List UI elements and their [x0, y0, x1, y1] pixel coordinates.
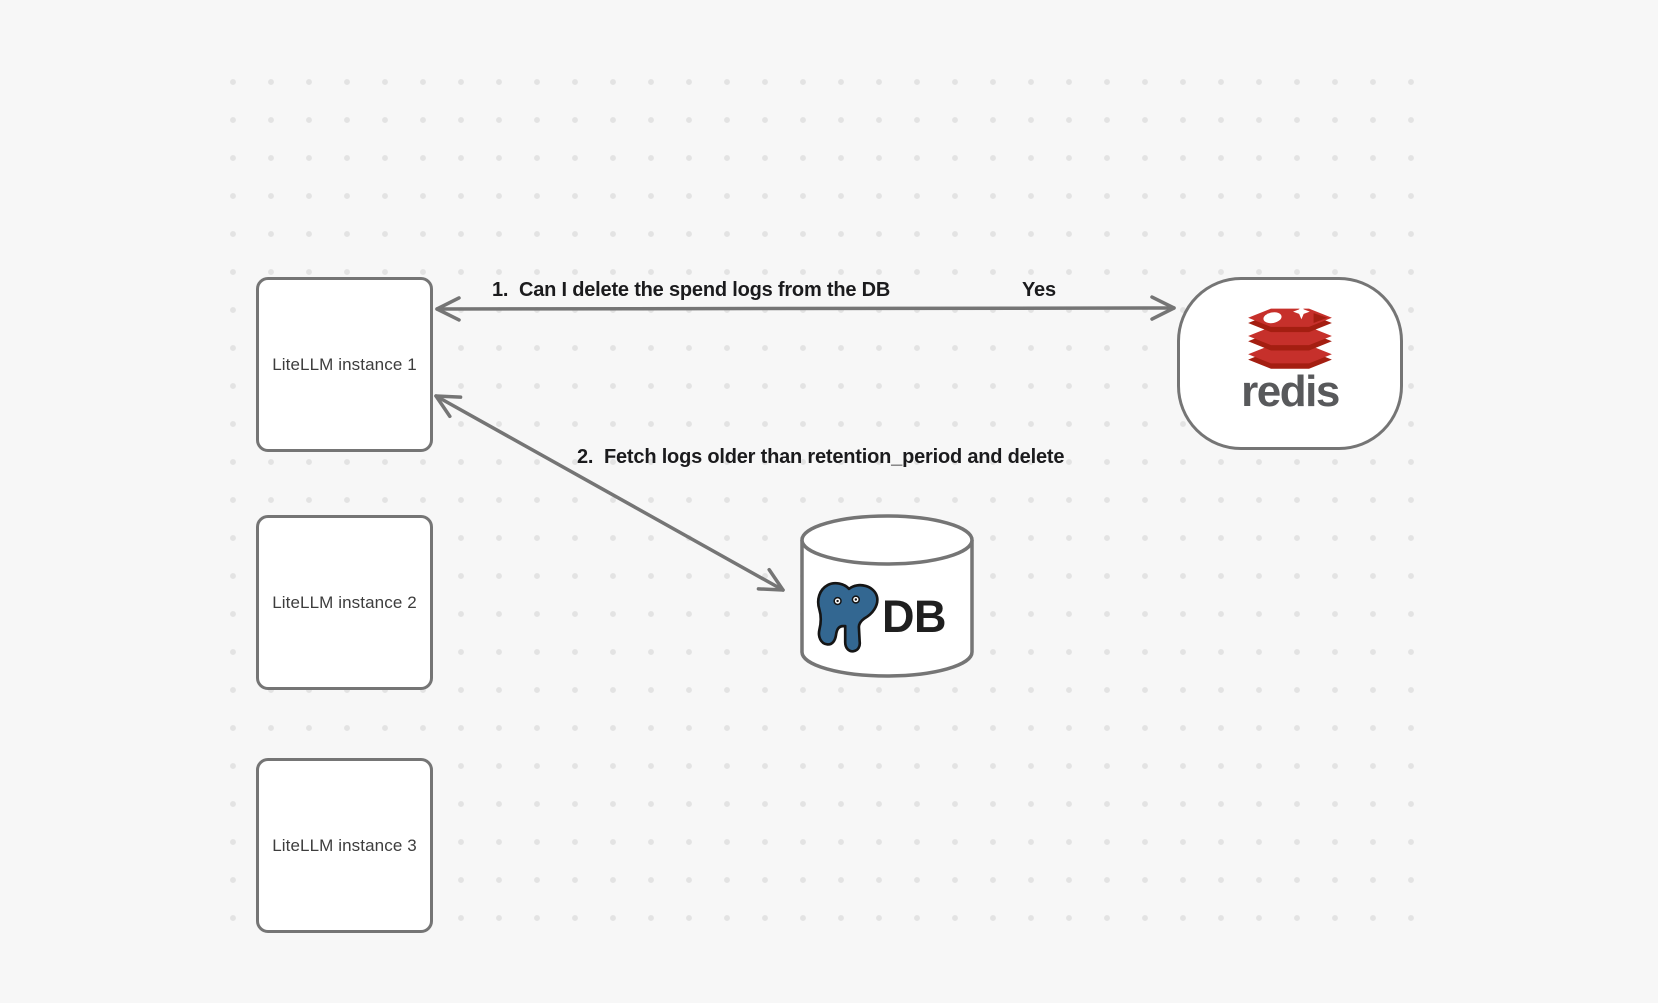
node-litellm-instance-2-label: LiteLLM instance 2 [272, 592, 417, 612]
db-label: DB [882, 591, 947, 642]
edge-1-line [435, 295, 1176, 322]
node-litellm-instance-1: LiteLLM instance 1 [256, 277, 433, 452]
redis-logo-icon [1248, 304, 1332, 369]
edge-2-line [434, 394, 785, 592]
postgresql-elephant-icon [816, 581, 879, 653]
edge-1-label: 1. Can I delete the spend logs from the … [492, 279, 891, 301]
edge-1-response-label: Yes [1022, 279, 1056, 301]
node-litellm-instance-3-label: LiteLLM instance 3 [272, 835, 417, 855]
node-litellm-instance-1-label: LiteLLM instance 1 [272, 354, 417, 374]
db-content: DB [811, 577, 947, 657]
node-litellm-instance-2: LiteLLM instance 2 [256, 515, 433, 690]
node-postgres-db: DB [799, 513, 975, 679]
edge-2-label: 2. Fetch logs older than retention_perio… [577, 446, 1065, 468]
redis-wordmark: redis [1241, 367, 1340, 416]
node-litellm-instance-3: LiteLLM instance 3 [256, 758, 433, 933]
node-redis: redis [1177, 277, 1403, 450]
